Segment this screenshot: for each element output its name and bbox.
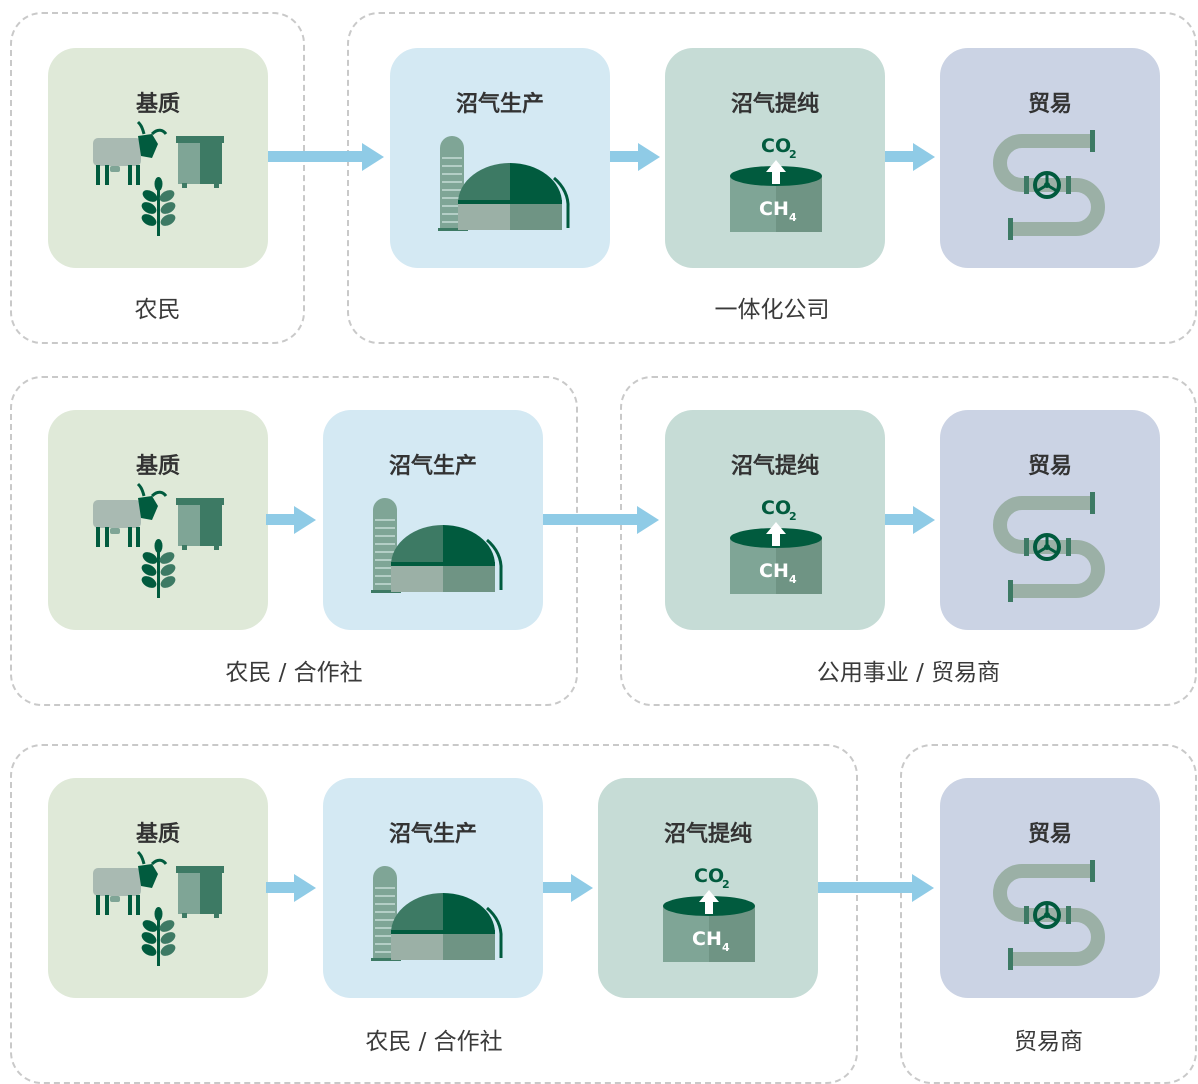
- biogas-upgrading-tile: CO 2 CH 4 沼气提纯: [598, 778, 818, 998]
- svg-text:2: 2: [789, 510, 797, 523]
- flow-arrow: [543, 506, 659, 534]
- stage-title: 基质: [135, 822, 180, 847]
- trading-tile: 贸易: [940, 410, 1160, 630]
- group-farmer-coop-row2: [10, 376, 578, 706]
- biogas-production-tile: 沼气生产: [323, 410, 543, 630]
- stage-title: 沼气提纯: [663, 822, 752, 847]
- digester-icon: [369, 864, 503, 963]
- upgrading-cylinder-icon: CO 2 CH 4: [663, 865, 755, 962]
- stage-title: 沼气生产: [388, 454, 477, 479]
- group-label: 农民 / 合作社: [225, 660, 363, 686]
- svg-text:4: 4: [789, 573, 797, 586]
- svg-text:CH: CH: [692, 928, 722, 950]
- group-label: 农民 / 合作社: [365, 1029, 503, 1055]
- group-farmer-row1: [10, 12, 305, 344]
- svg-text:4: 4: [722, 941, 730, 954]
- group-label: 农民: [134, 297, 181, 323]
- flow-arrow: [266, 506, 316, 534]
- substrate-icon: [91, 850, 226, 968]
- group-utility-trader: [620, 376, 1197, 706]
- trading-tile: 贸易: [940, 48, 1160, 268]
- biogas-production-tile: 沼气生产: [323, 778, 543, 998]
- svg-text:2: 2: [789, 148, 797, 161]
- group-integrated-company: [347, 12, 1197, 344]
- svg-text:2: 2: [722, 878, 730, 891]
- stage-title: 贸易: [1027, 92, 1072, 117]
- flow-arrow: [543, 874, 593, 902]
- pipeline-valve-icon: [940, 778, 1160, 998]
- biogas-upgrading-tile: CO 2 CH 4 沼气提纯: [665, 48, 885, 268]
- flow-arrow: [885, 143, 935, 171]
- stage-title: 沼气生产: [455, 92, 544, 117]
- digester-icon: [369, 496, 503, 595]
- flow-arrow: [818, 874, 934, 902]
- stage-title: 沼气提纯: [730, 92, 819, 117]
- stage-title: 沼气提纯: [730, 454, 819, 479]
- svg-text:CO: CO: [694, 865, 724, 887]
- stage-title: 贸易: [1027, 454, 1072, 479]
- stage-title: 基质: [135, 454, 180, 479]
- substrate-tile: 基质: [48, 778, 268, 998]
- upgrading-cylinder-icon: CO 2 CH 4: [730, 497, 822, 594]
- flow-arrow: [266, 874, 316, 902]
- pipeline-valve-icon: [940, 410, 1160, 630]
- substrate-icon: [91, 482, 226, 600]
- flow-arrow: [885, 506, 935, 534]
- substrate-tile: 基质: [48, 410, 268, 630]
- svg-text:CH: CH: [759, 560, 789, 582]
- trading-tile: 贸易: [940, 778, 1160, 998]
- svg-text:4: 4: [789, 211, 797, 224]
- biogas-production-tile: 沼气生产: [390, 48, 610, 268]
- stage-title: 沼气生产: [388, 822, 477, 847]
- stage-title: 基质: [135, 92, 180, 117]
- group-label: 公用事业 / 贸易商: [816, 660, 1001, 686]
- group-label: 一体化公司: [714, 297, 830, 323]
- biogas-upgrading-tile: CO 2 CH 4 沼气提纯: [665, 410, 885, 630]
- stage-title: 贸易: [1027, 822, 1072, 847]
- flow-arrow: [268, 143, 384, 171]
- pipeline-valve-icon: [940, 48, 1160, 268]
- group-label: 贸易商: [1014, 1029, 1083, 1055]
- flow-arrow: [610, 143, 660, 171]
- svg-text:CO: CO: [761, 135, 791, 157]
- digester-icon: [436, 134, 570, 233]
- upgrading-cylinder-icon: CO 2 CH 4: [730, 135, 822, 232]
- svg-text:CH: CH: [759, 198, 789, 220]
- substrate-tile: 基质: [48, 48, 268, 268]
- substrate-icon: [91, 120, 226, 238]
- svg-text:CO: CO: [761, 497, 791, 519]
